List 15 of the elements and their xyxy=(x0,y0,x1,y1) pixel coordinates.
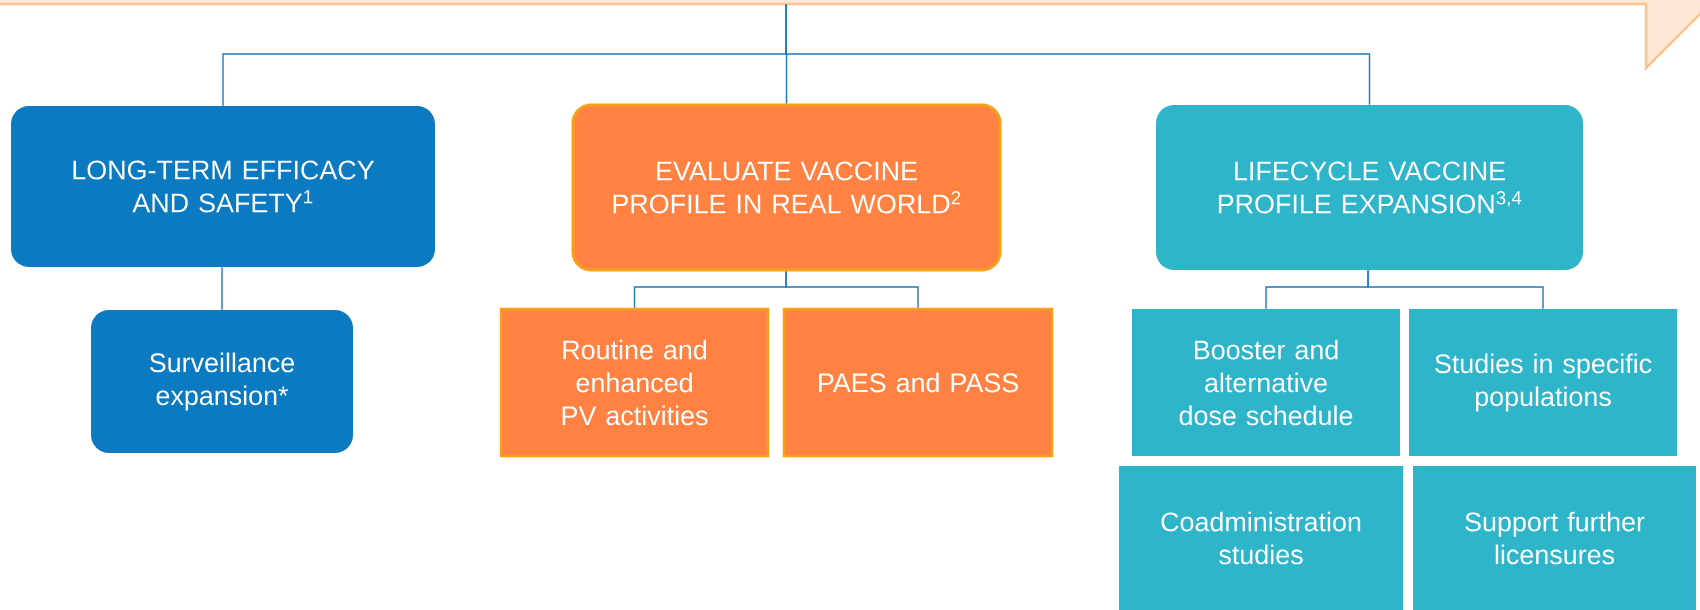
activity-box: Studies in specific populations xyxy=(1409,309,1677,456)
connector-line xyxy=(1367,269,1544,310)
connector-line xyxy=(785,270,919,309)
activity-box: PAES and PASS xyxy=(782,307,1054,458)
activity-box: Routine and enhanced PV activities xyxy=(499,307,770,458)
activity-box: Coadministration studies xyxy=(1119,466,1403,610)
category-box: LONG-TERM EFFICACY AND SAFETY$^{1}$ xyxy=(11,106,435,267)
activity-box: Booster and alternative dose schedule xyxy=(1132,309,1400,456)
category-box: LIFECYCLE VACCINE PROFILE EXPANSION$^{3,4}$ xyxy=(1156,105,1583,270)
activity-box: Support further licensures xyxy=(1413,466,1696,610)
arrow-band xyxy=(0,0,1700,71)
connector-line xyxy=(785,3,1371,106)
category-box: Surveillance expansion* xyxy=(91,310,353,453)
category-box: EVALUATE VACCINE PROFILE IN REAL WORLD$^{2}$ xyxy=(571,103,1002,272)
connector-line xyxy=(221,266,223,311)
